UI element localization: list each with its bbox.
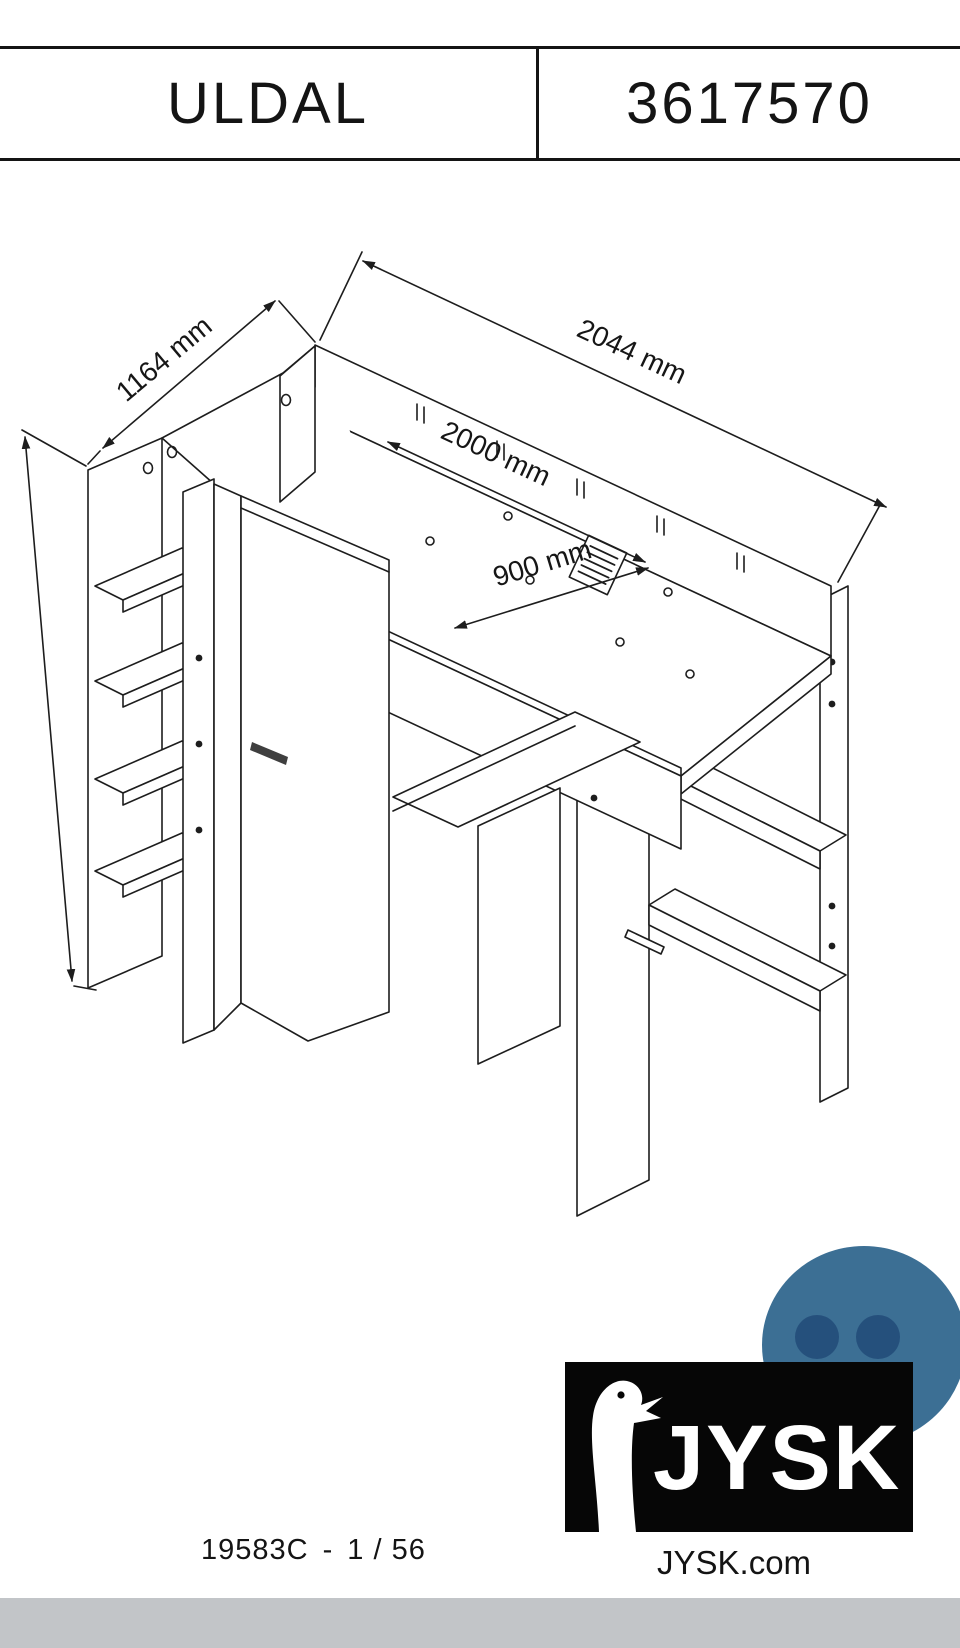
fitting-bracket xyxy=(624,929,665,955)
product-name: ULDAL xyxy=(167,71,369,136)
header-top-rule xyxy=(0,46,960,49)
separator: - xyxy=(322,1534,334,1566)
article-number-cell: 3617570 xyxy=(539,49,960,161)
wardrobe-left-side-panel xyxy=(87,437,163,989)
desk-top xyxy=(392,711,641,828)
bottom-gray-bar xyxy=(0,1598,960,1648)
door-handle xyxy=(250,742,288,765)
wardrobe-door xyxy=(240,495,390,1042)
badge-dot xyxy=(856,1315,900,1359)
goose-icon xyxy=(591,1380,663,1532)
wardrobe-front-frame xyxy=(213,483,242,1031)
page-indicator: 1 / 56 xyxy=(347,1534,426,1566)
desk-support-panel xyxy=(477,787,561,1065)
blue-badge xyxy=(762,1246,960,1444)
wardrobe-mid-panel xyxy=(182,478,215,1044)
dimension-label-outer-length: 2044 mm xyxy=(573,313,692,390)
document-code: 19583C xyxy=(201,1534,309,1566)
website-url: JYSK.com xyxy=(657,1544,812,1581)
wardrobe xyxy=(87,345,390,1046)
desk xyxy=(392,711,641,1065)
headboard-panel xyxy=(279,345,316,503)
height-dimension-lines xyxy=(21,429,97,991)
product-name-cell: ULDAL xyxy=(0,49,539,161)
brand-logo: JYSK xyxy=(565,1362,913,1532)
right-bottom-shelf xyxy=(624,888,847,1012)
article-number: 3617570 xyxy=(626,71,873,136)
dimension-label-depth: 1164 mm xyxy=(110,310,218,407)
brand-wordmark: JYSK xyxy=(653,1407,901,1509)
badge-dot xyxy=(795,1315,839,1359)
document-reference: 19583C - 1 / 56 xyxy=(201,1534,426,1567)
